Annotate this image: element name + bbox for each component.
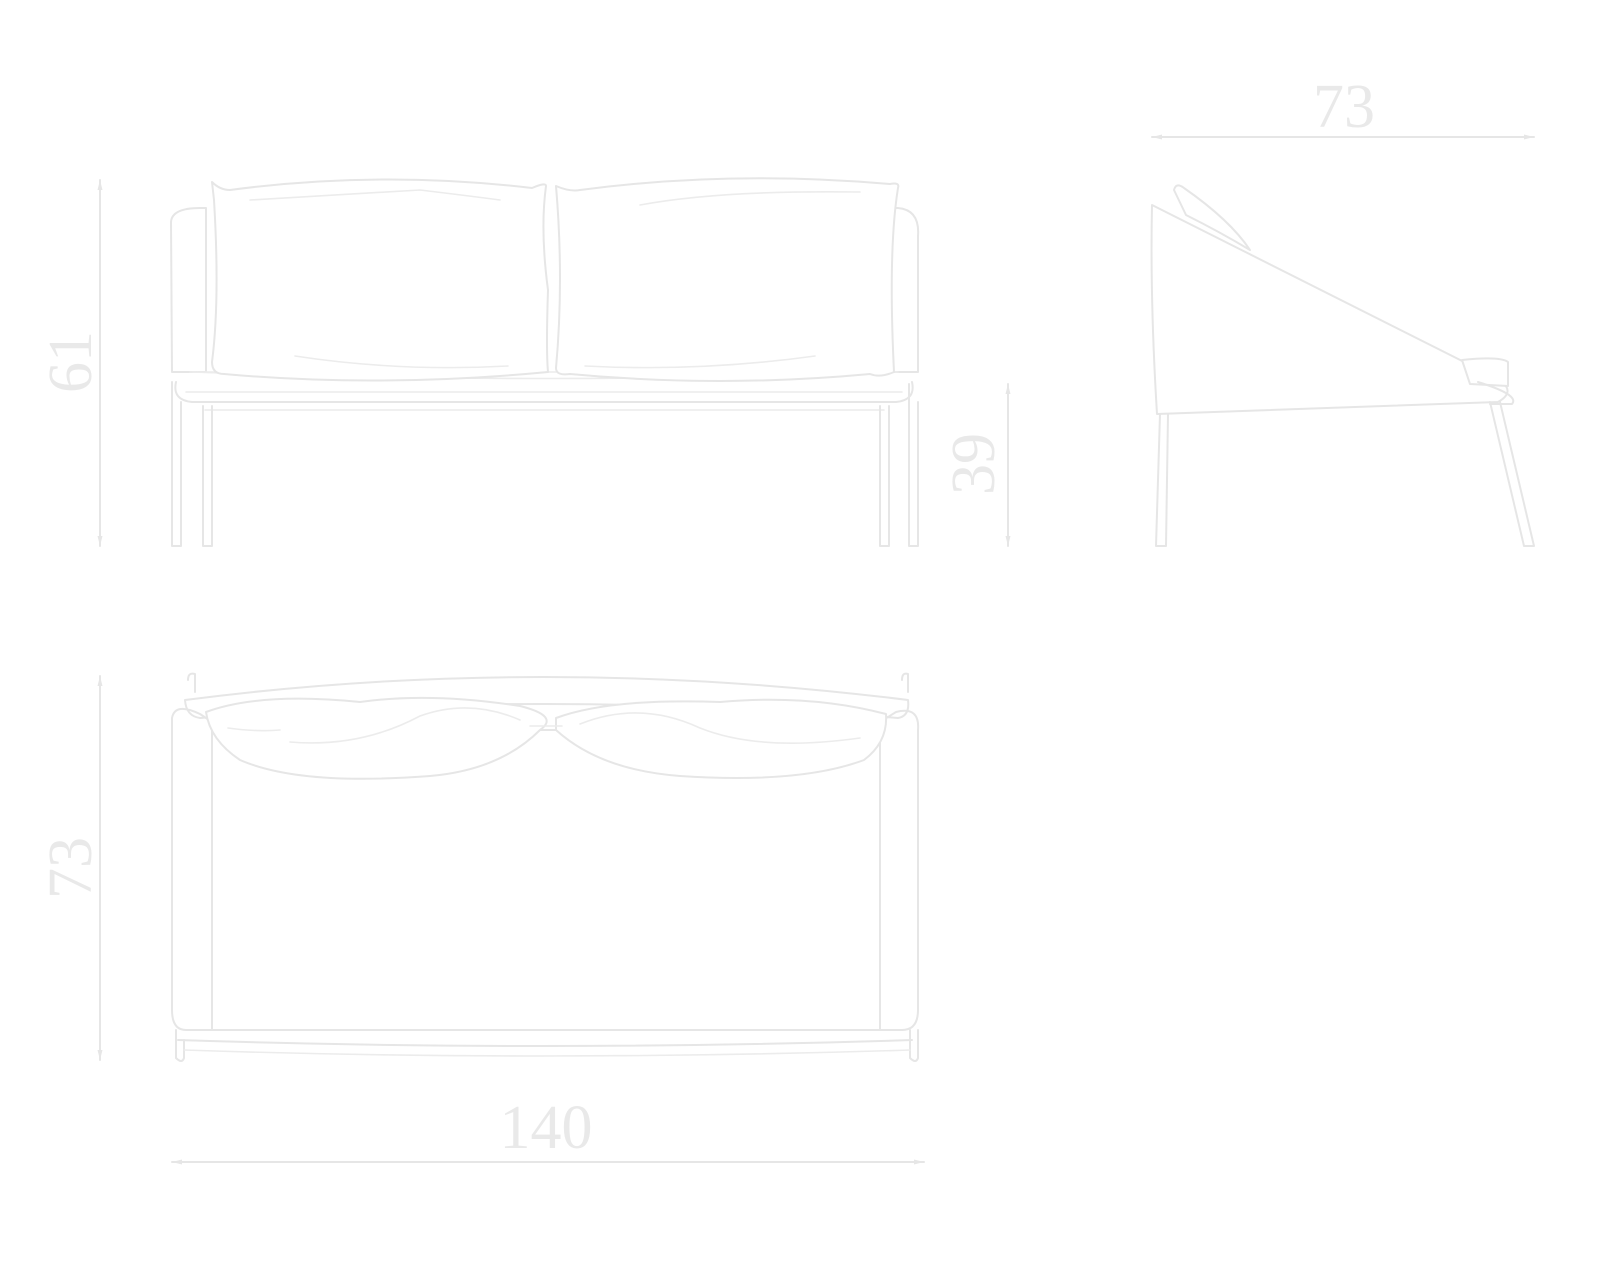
front-right-arm bbox=[871, 207, 920, 373]
front-leg-left-outer bbox=[171, 381, 182, 547]
plan-back-cushion-left bbox=[205, 696, 548, 780]
dimension-labels: 61 39 73 73 140 bbox=[37, 73, 1375, 1162]
front-height-label: 61 bbox=[37, 331, 105, 393]
front-leg-left-inner bbox=[202, 405, 213, 547]
plan-seat bbox=[211, 729, 881, 1031]
side-leg-front bbox=[1155, 413, 1169, 547]
plan-depth-label: 73 bbox=[37, 837, 105, 899]
front-back-cushion-left bbox=[211, 178, 549, 382]
side-view bbox=[1150, 184, 1535, 547]
side-woven-shell bbox=[1150, 204, 1509, 415]
plan-right-arm bbox=[879, 709, 920, 1031]
plan-view bbox=[171, 672, 920, 1062]
seat-height-label: 39 bbox=[940, 433, 1008, 495]
side-leg-back bbox=[1489, 401, 1535, 547]
front-seat-frame bbox=[174, 381, 914, 403]
side-back-cushion bbox=[1173, 184, 1251, 251]
front-view bbox=[170, 177, 920, 547]
dimension-lines bbox=[97, 134, 1535, 1165]
front-leg-right-outer bbox=[908, 383, 919, 547]
plan-left-arm bbox=[171, 707, 213, 1031]
overall-width-label: 140 bbox=[500, 1094, 593, 1162]
side-depth-label: 73 bbox=[1313, 73, 1375, 141]
front-leg-right-inner bbox=[879, 405, 890, 547]
plan-back-cushion-right bbox=[555, 698, 888, 779]
front-left-arm bbox=[170, 207, 207, 373]
side-seat-cushion bbox=[1461, 357, 1509, 387]
front-back-cushion-right bbox=[555, 177, 900, 382]
